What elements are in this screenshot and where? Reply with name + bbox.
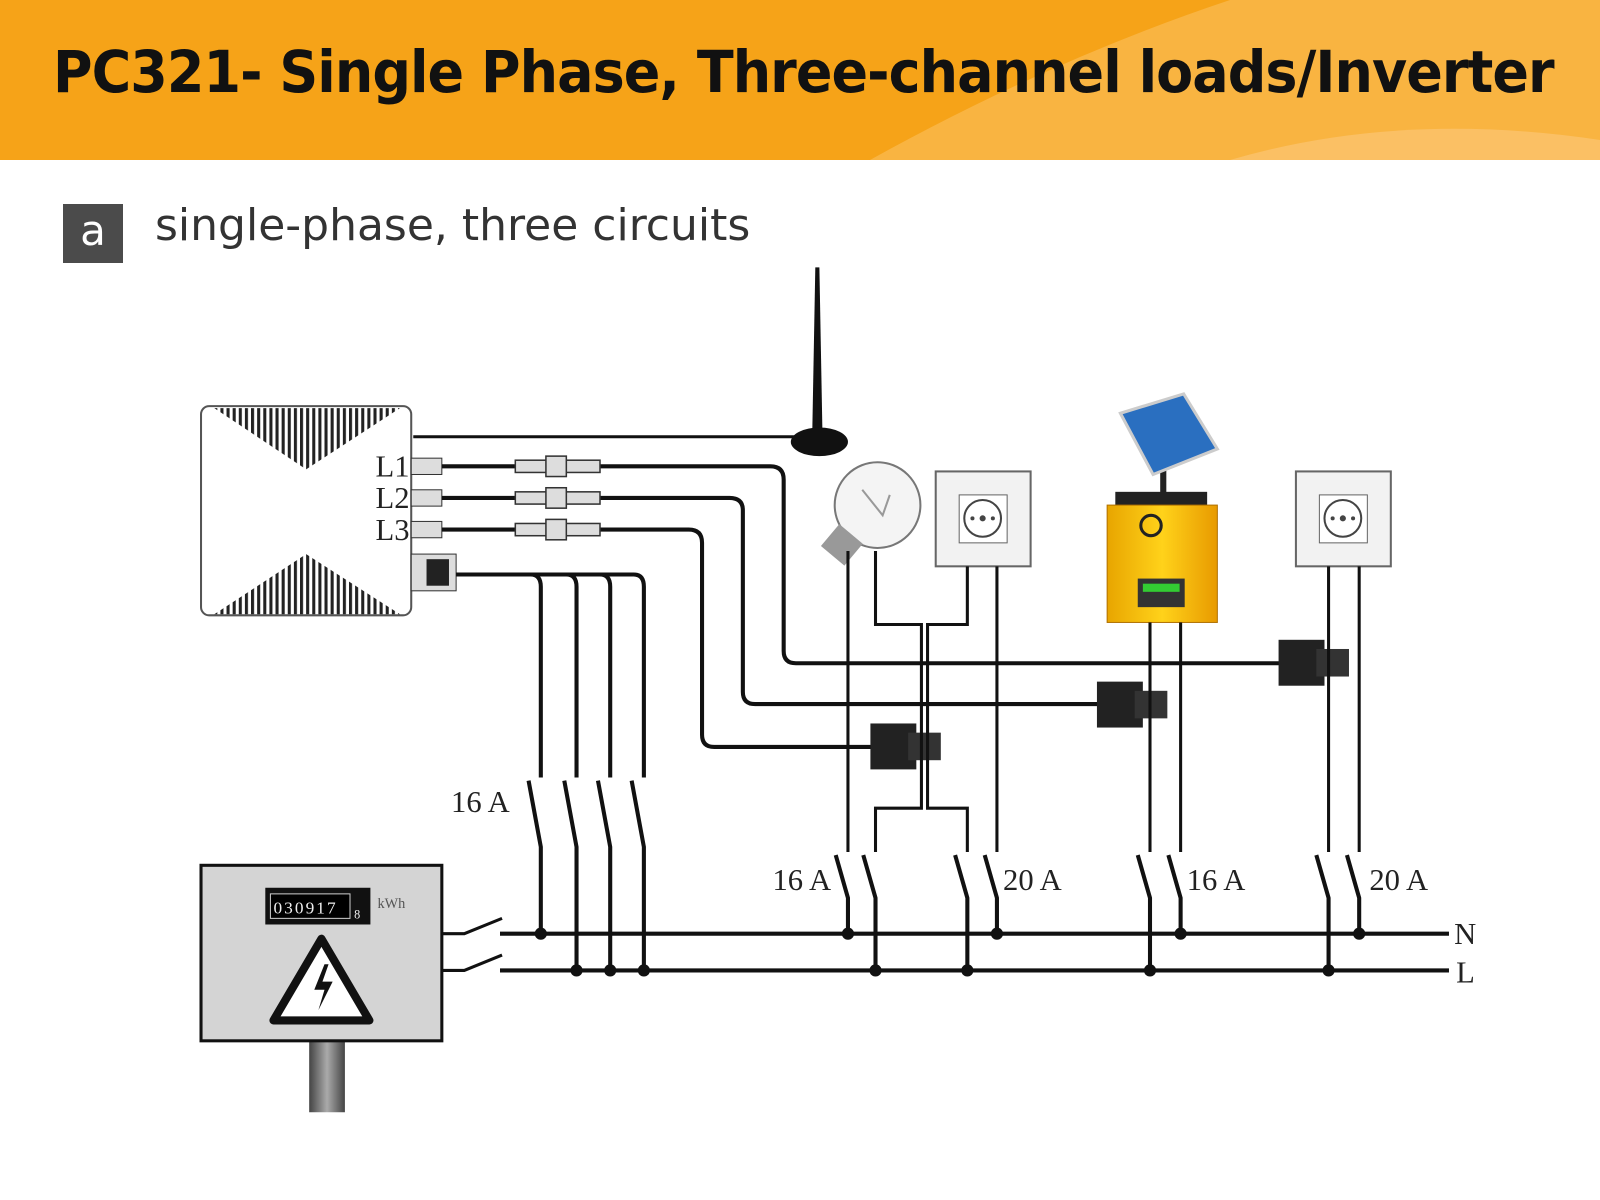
high-voltage-warning-icon <box>269 934 374 1025</box>
inverter-breaker-label: 16 A <box>1187 863 1246 897</box>
junction-dot <box>1174 927 1187 940</box>
junction-dot <box>1353 927 1366 940</box>
junction-dot <box>841 927 855 940</box>
light-bulb-icon <box>820 461 922 566</box>
header-decoration <box>870 0 1600 160</box>
utility-meter: 030917 8 kWh <box>199 863 503 1113</box>
circuit-breaker <box>1166 854 1183 934</box>
junction-dot <box>990 927 1004 940</box>
socket2-breaker-label: 20 A <box>1369 863 1428 897</box>
meter-unit: kWh <box>378 896 406 912</box>
bulb-breaker-label: 16 A <box>772 863 831 897</box>
junction-dot <box>570 964 583 977</box>
neutral-label: N <box>1454 917 1476 951</box>
junction-dot <box>534 927 547 940</box>
inverter-icon <box>1106 491 1218 623</box>
channel-label-l1: L1 <box>376 450 410 484</box>
socket1-breaker-label: 20 A <box>1003 863 1062 897</box>
socket-icon <box>934 470 1032 568</box>
meter-decimal: 8 <box>354 907 360 921</box>
socket-icon <box>1294 470 1392 568</box>
junction-dot <box>1143 964 1157 977</box>
header-banner: PC321- Single Phase, Three-channel loads… <box>0 0 1600 160</box>
supply-wires: 16 A <box>451 572 646 819</box>
channel-label-l3: L3 <box>376 513 410 547</box>
supply-breaker-label: 16 A <box>451 785 510 819</box>
bus-bars: N L <box>500 917 1476 990</box>
junction-dot <box>961 964 974 977</box>
circuit-breaker <box>595 780 613 971</box>
circuit-breaker <box>629 780 646 971</box>
circuit-breaker <box>526 780 543 934</box>
circuit-breaker <box>861 854 878 971</box>
section-badge: a <box>63 204 123 263</box>
circuit-breaker <box>953 854 970 971</box>
meter-reading: 030917 <box>273 898 337 917</box>
solar-panel-icon <box>1118 392 1220 500</box>
circuit-breaker <box>1314 854 1331 971</box>
section-subtitle: single-phase, three circuits <box>155 200 751 251</box>
page-title: PC321- Single Phase, Three-channel loads… <box>53 38 1555 106</box>
circuit-breaker <box>982 854 999 934</box>
junction-dot <box>1322 964 1335 977</box>
antenna-icon <box>413 267 848 457</box>
branch-wires: 16 A 20 A 16 A 20 A <box>772 551 1428 897</box>
junction-dot <box>869 964 882 977</box>
junction-dot <box>604 964 617 977</box>
channel-label-l2: L2 <box>376 481 410 515</box>
circuit-breakers <box>526 780 1366 977</box>
current-clamp-icon <box>870 639 1349 770</box>
circuit-breaker <box>833 854 850 934</box>
ct-cables <box>441 455 1286 749</box>
live-label: L <box>1456 956 1475 990</box>
energy-monitor-device: L1 L2 L3 <box>200 405 457 617</box>
circuit-breaker <box>562 780 579 971</box>
circuit-breaker <box>1344 854 1362 934</box>
circuit-breaker <box>1135 854 1153 971</box>
junction-dot <box>637 964 650 977</box>
